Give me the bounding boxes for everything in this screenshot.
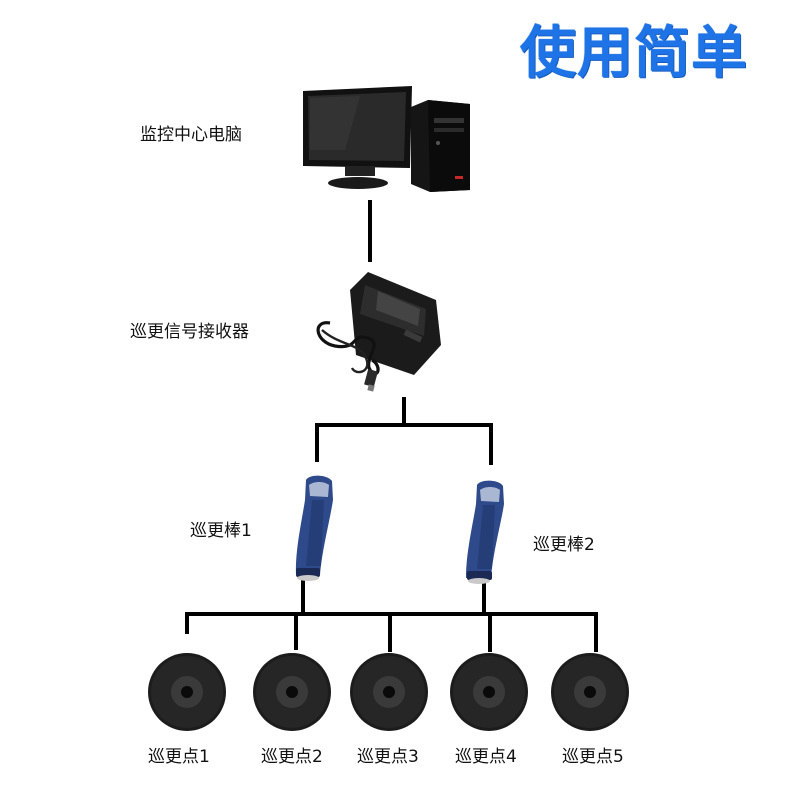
patrol-point-4-tag (450, 653, 528, 731)
receiver-to-sticks-branch (317, 425, 491, 465)
patrol-stick-2-image (466, 481, 504, 584)
computer-image (303, 86, 470, 192)
patrol-point-5-tag (551, 653, 629, 731)
patrol-stick-1-image (296, 476, 333, 581)
receiver-image (318, 272, 441, 392)
connector-lines (185, 200, 598, 652)
patrol-point-2-tag (253, 653, 331, 731)
patrol-point-1-tag (148, 653, 226, 731)
patrol-point-3-tag (350, 653, 428, 731)
